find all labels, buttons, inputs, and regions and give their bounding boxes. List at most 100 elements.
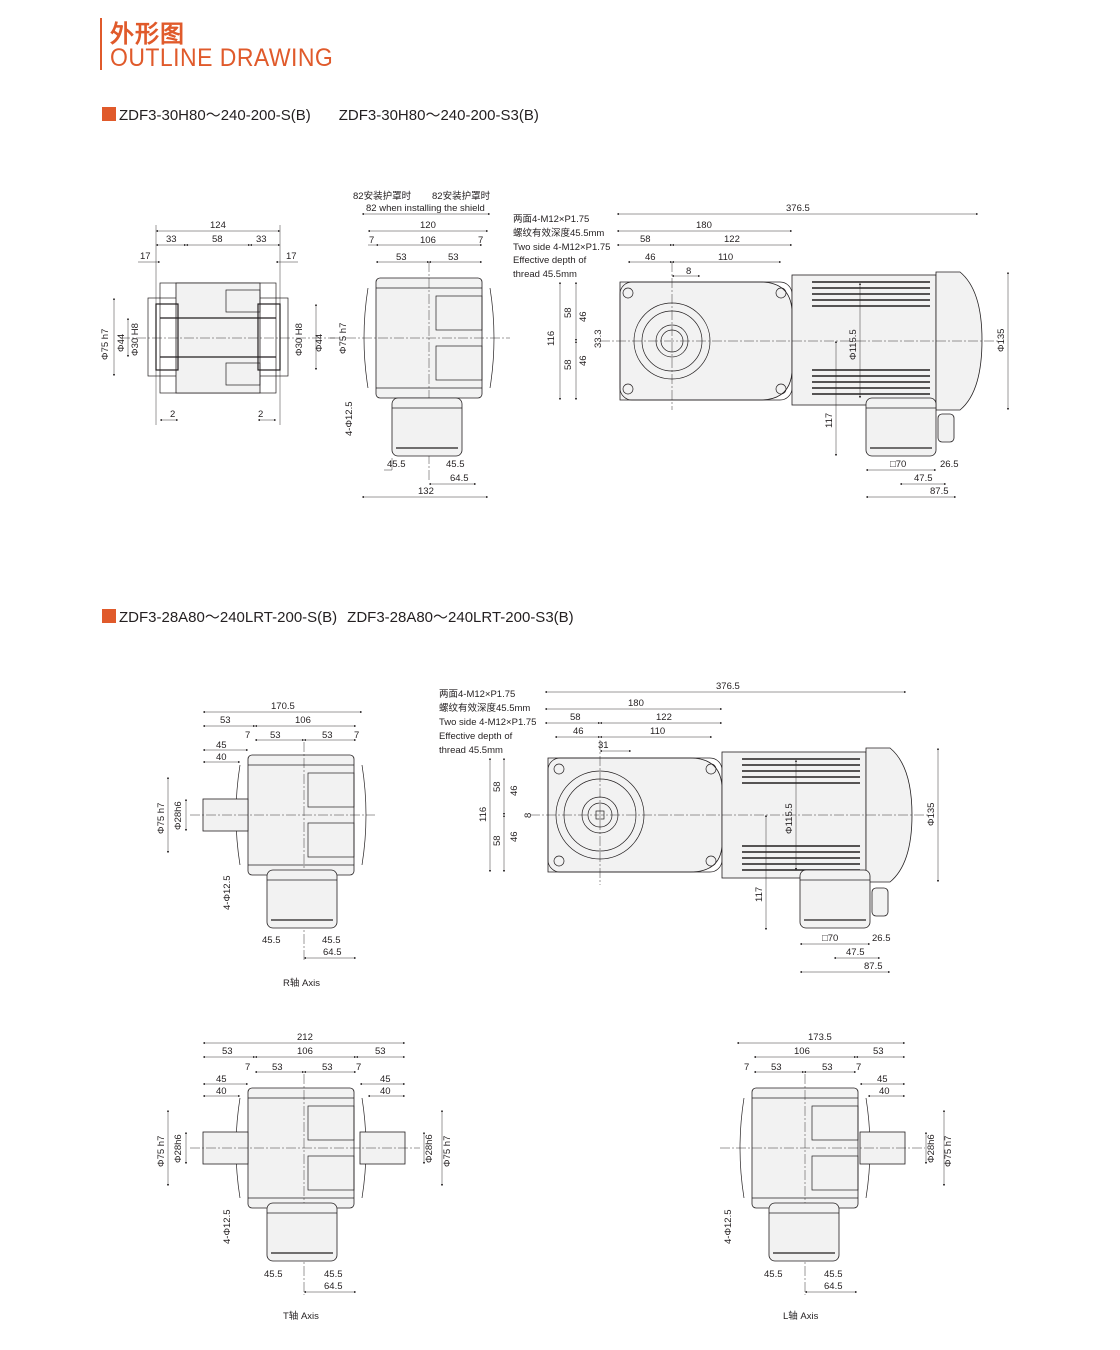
- dim-7: 7: [478, 235, 483, 246]
- dim-7: 7: [245, 1062, 250, 1073]
- dim-53: 53: [873, 1046, 884, 1057]
- motor-fins: [812, 281, 930, 395]
- dim-45-5: 45.5: [764, 1269, 783, 1280]
- dim-58: 58: [563, 307, 574, 318]
- dim-45-5: 45.5: [324, 1269, 343, 1280]
- dim-53: 53: [822, 1062, 833, 1073]
- dim-64-5: 64.5: [450, 473, 469, 484]
- dim-53: 53: [220, 715, 231, 726]
- dim-phi28h6: Φ28h6: [926, 1134, 937, 1163]
- note-thread-cn1: 两面4-M12×P1.75: [439, 689, 515, 700]
- dim-46: 46: [509, 785, 520, 796]
- page-title-en: OUTLINE DRAWING: [110, 44, 334, 72]
- dim-33: 33: [256, 234, 267, 245]
- dim-45-5: 45.5: [262, 935, 281, 946]
- dim-phi75h7: Φ75 h7: [442, 1136, 453, 1167]
- dim-7: 7: [245, 730, 250, 741]
- dim-phi75h7: Φ75 h7: [156, 1136, 167, 1167]
- dim-45-5: 45.5: [264, 1269, 283, 1280]
- dim-180: 180: [696, 220, 712, 231]
- section-title-1: ZDF3-30H80～240-200-S(B)ZDF3-30H80～240-20…: [119, 104, 539, 125]
- dim-4-phi12-5: 4-Φ12.5: [222, 875, 233, 910]
- dim-7: 7: [369, 235, 374, 246]
- dim-40: 40: [216, 1086, 227, 1097]
- header-accent-bar: [100, 18, 102, 70]
- dim-45: 45: [877, 1074, 888, 1085]
- dim-2: 2: [170, 409, 175, 420]
- note-thread-en3: thread 45.5mm: [439, 745, 503, 756]
- dim-7: 7: [856, 1062, 861, 1073]
- dim-120: 120: [420, 220, 436, 231]
- dim-376-5: 376.5: [786, 203, 810, 214]
- dim-45-5: 45.5: [446, 459, 465, 470]
- note-thread-cn2: 螺纹有效深度45.5mm: [513, 227, 604, 239]
- model-label-b: ZDF3-30H80～240-200-S3(B): [338, 107, 539, 124]
- dim-124: 124: [210, 220, 226, 231]
- note-shield-cn: 82安装护罩时: [353, 190, 412, 202]
- dim-58: 58: [492, 781, 503, 792]
- dim-53: 53: [272, 1062, 283, 1073]
- dim-180: 180: [628, 698, 644, 709]
- dim-64-5: 64.5: [324, 1281, 343, 1292]
- dim-phi115-5: Φ115.5: [784, 803, 795, 834]
- section-view-hollow-shaft: 124 33 58 33 17 17 2 2 Φ75 h7 Φ44 Φ30 H8…: [100, 220, 335, 425]
- dim-26-5: 26.5: [872, 933, 891, 944]
- dim-46: 46: [645, 252, 656, 263]
- section-title-2: ZDF3-28A80～240LRT-200-S(B) ZDF3-28A80～240…: [119, 606, 574, 627]
- note-thread-en1: Two side 4-M12×P1.75: [513, 242, 610, 253]
- dim-170-5: 170.5: [271, 701, 295, 712]
- dim-45: 45: [380, 1074, 391, 1085]
- dim-phi135: Φ135: [926, 803, 937, 826]
- model-label-a: ZDF3-28A80～240LRT-200-S(B): [119, 609, 338, 626]
- dim-58: 58: [570, 712, 581, 723]
- dim-58: 58: [563, 359, 574, 370]
- dim-phi30h8: Φ30 H8: [294, 323, 305, 356]
- dim-2: 2: [258, 409, 263, 420]
- dim-33: 33: [166, 234, 177, 245]
- dim-46: 46: [573, 726, 584, 737]
- dim-phi28h6: Φ28h6: [173, 801, 184, 830]
- dim-26-5: 26.5: [940, 459, 959, 470]
- dim-116: 116: [546, 331, 557, 346]
- dim-phi30h8: Φ30 H8: [130, 323, 141, 356]
- dim-117: 117: [824, 413, 835, 428]
- side-view-r-axis: 170.5 53 106 7 53 53 7 45 40 Φ75 h7 Φ28h…: [156, 701, 375, 960]
- caption-l-axis: L轴 Axis: [783, 1311, 819, 1322]
- dim-47-5: 47.5: [914, 473, 933, 484]
- dim-40: 40: [380, 1086, 391, 1097]
- dim-sq70: □70: [822, 933, 838, 944]
- dim-58: 58: [640, 234, 651, 245]
- side-view-l-axis: 173.5 106 53 7 53 53 7 45 40 Φ28h6 Φ75 h…: [720, 1032, 954, 1295]
- dim-173-5: 173.5: [808, 1032, 832, 1043]
- dim-87-5: 87.5: [930, 486, 949, 497]
- dim-106: 106: [297, 1046, 313, 1057]
- model-label-b: ZDF3-28A80～240LRT-200-S3(B): [347, 609, 574, 626]
- dim-53: 53: [322, 1062, 333, 1073]
- dim-phi28h6: Φ28h6: [424, 1134, 435, 1163]
- note-thread-en1: Two side 4-M12×P1.75: [439, 717, 536, 728]
- dim-phi75h7: Φ75 h7: [338, 323, 349, 354]
- dim-122: 122: [724, 234, 740, 245]
- dim-phi44: Φ44: [116, 334, 127, 352]
- dim-58: 58: [212, 234, 223, 245]
- front-view-motor-2: 两面4-M12×P1.75 螺纹有效深度45.5mm Two side 4-M1…: [439, 681, 940, 974]
- dim-110: 110: [718, 252, 733, 263]
- note-thread-cn1: 两面4-M12×P1.75: [513, 214, 589, 225]
- dim-106: 106: [420, 235, 436, 246]
- front-view-motor-1: 两面4-M12×P1.75 螺纹有效深度45.5mm Two side 4-M1…: [513, 203, 1010, 499]
- caption-r-axis: R轴 Axis: [283, 978, 320, 989]
- note-thread-en2: Effective depth of: [513, 255, 587, 266]
- dim-53: 53: [396, 252, 407, 263]
- dim-212: 212: [297, 1032, 313, 1043]
- dim-110: 110: [650, 726, 665, 737]
- dim-46: 46: [578, 355, 589, 366]
- motor-fins: [742, 758, 860, 871]
- side-view-gearhead-1: 82安装护罩时 82安装护罩时 82 when installing the s…: [330, 190, 510, 499]
- dim-phi75h7: Φ75 h7: [943, 1136, 954, 1167]
- caption-t-axis: T轴 Axis: [283, 1311, 319, 1322]
- dim-17: 17: [286, 251, 297, 262]
- dim-phi44: Φ44: [314, 334, 325, 352]
- dim-45: 45: [216, 740, 227, 751]
- note-thread-en2: Effective depth of: [439, 731, 513, 742]
